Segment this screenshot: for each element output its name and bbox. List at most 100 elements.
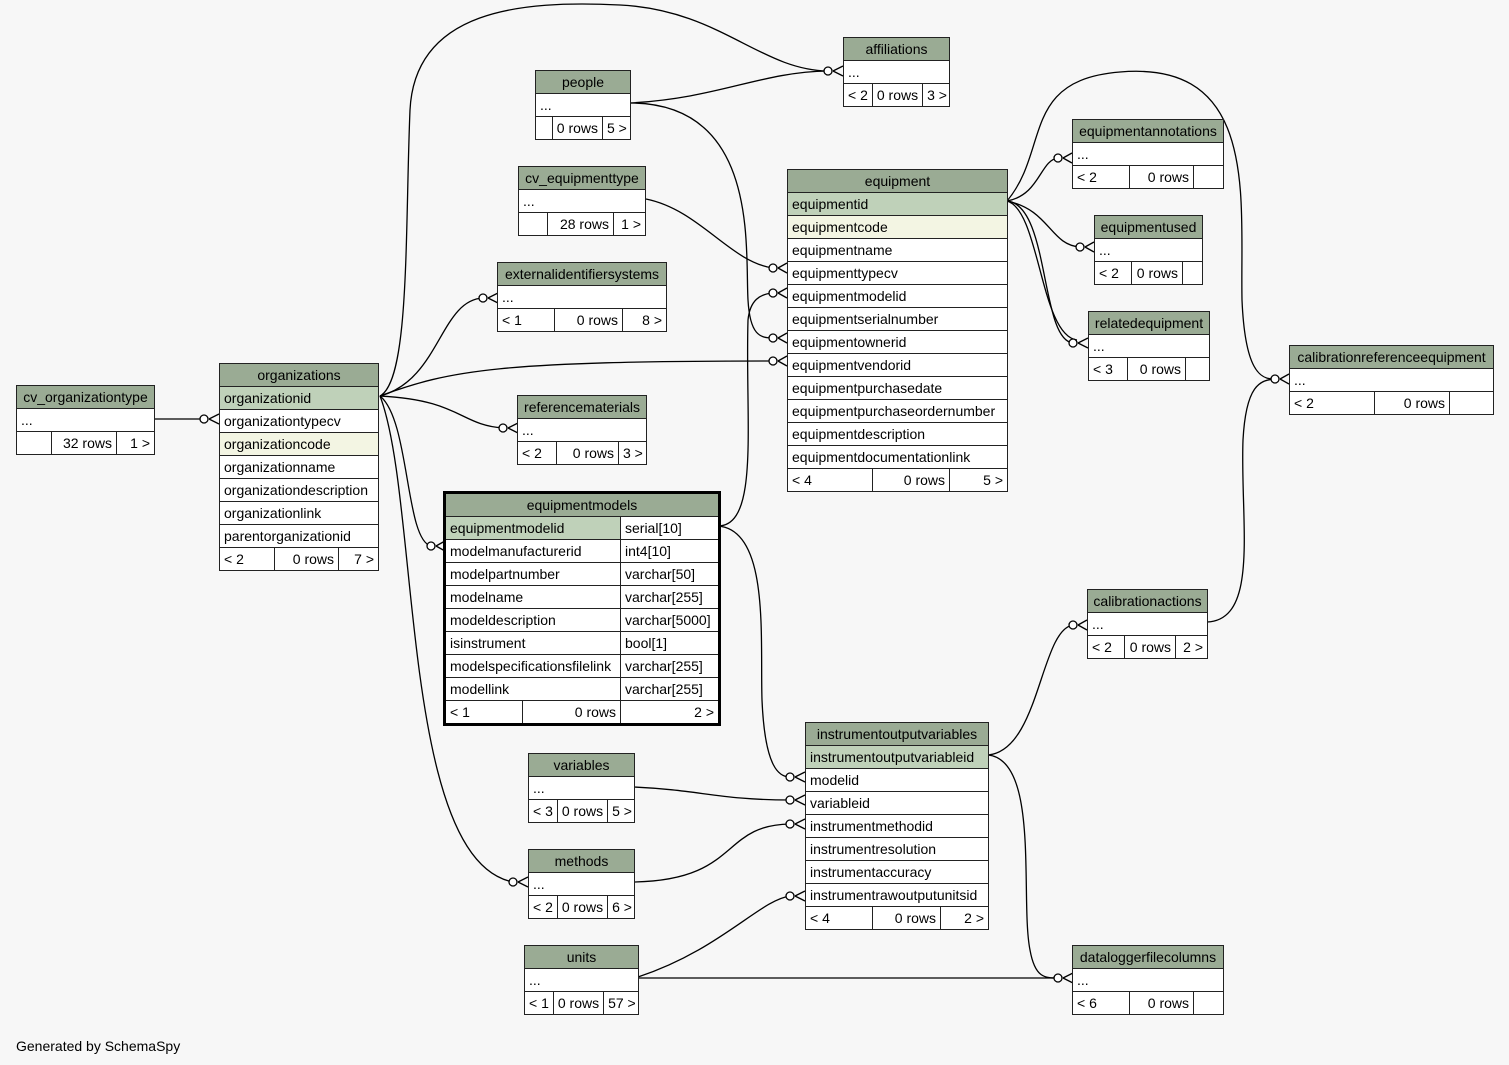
children-count[interactable] [1193,166,1223,188]
table-equipmentannotations[interactable]: equipmentannotations ... < 2 0 rows [1072,119,1224,189]
column-modelid[interactable]: modelid [810,772,860,788]
column-equipmentpurchasedate[interactable]: equipmentpurchasedate [792,380,943,396]
table-organizations[interactable]: organizations organizationid organizatio… [219,363,379,571]
table-header[interactable]: methods [529,850,634,873]
parents-count[interactable]: < 4 [792,472,812,488]
table-header[interactable]: instrumentoutputvariables [806,723,988,746]
column-ellipsis[interactable]: ... [21,412,33,428]
column-instrumentresolution[interactable]: instrumentresolution [810,841,937,857]
parents-count[interactable] [17,432,51,454]
column-ellipsis[interactable]: ... [1092,616,1104,632]
column-variableid[interactable]: variableid [810,795,870,811]
table-header[interactable]: cv_equipmenttype [519,167,645,190]
column-equipmentvendorid[interactable]: equipmentvendorid [792,357,912,373]
children-count[interactable]: 57 > [603,992,639,1014]
column-ellipsis[interactable]: ... [522,422,534,438]
parents-count[interactable]: < 3 [1093,361,1113,377]
children-count[interactable]: 5 > [607,800,635,822]
column-equipmentid[interactable]: equipmentid [792,196,869,212]
column-ellipsis[interactable]: ... [848,64,860,80]
column-modelname[interactable]: modelname [450,589,524,605]
children-count[interactable]: 1 > [613,213,645,235]
table-header[interactable]: equipmentused [1095,216,1202,239]
column-equipmenttypecv[interactable]: equipmenttypecv [792,265,898,281]
children-count[interactable]: 2 > [1175,636,1207,658]
children-count[interactable] [1182,262,1202,284]
table-header[interactable]: dataloggerfilecolumns [1073,946,1223,969]
column-modelpartnumber[interactable]: modelpartnumber [450,566,560,582]
column-equipmentpurchaseordernumber[interactable]: equipmentpurchaseordernumber [792,403,996,419]
children-count[interactable]: 3 > [618,442,646,464]
children-count[interactable]: 2 > [620,701,718,723]
column-organizationid[interactable]: organizationid [224,390,312,406]
column-instrumentoutputvariableid[interactable]: instrumentoutputvariableid [810,749,975,765]
table-cv_organizationtype[interactable]: cv_organizationtype ... 32 rows 1 > [16,385,155,455]
column-equipmentcode[interactable]: equipmentcode [792,219,888,235]
column-ellipsis[interactable]: ... [529,972,541,988]
table-variables[interactable]: variables ... < 3 0 rows 5 > [528,753,635,823]
table-header[interactable]: calibrationactions [1088,590,1207,613]
table-people[interactable]: people ... 0 rows 5 > [535,70,631,140]
column-ellipsis[interactable]: ... [1093,338,1105,354]
table-header[interactable]: referencematerials [518,396,646,419]
column-organizationlink[interactable]: organizationlink [224,505,322,521]
column-organizationtypecv[interactable]: organizationtypecv [224,413,341,429]
column-organizationdescription[interactable]: organizationdescription [224,482,368,498]
table-equipmentused[interactable]: equipmentused ... < 2 0 rows [1094,215,1203,285]
table-header[interactable]: equipmentmodels [446,494,718,517]
column-ellipsis[interactable]: ... [1077,146,1089,162]
column-ellipsis[interactable]: ... [502,289,514,305]
column-ellipsis[interactable]: ... [523,193,535,209]
column-instrumentrawoutputunitsid[interactable]: instrumentrawoutputunitsid [810,887,978,903]
table-header[interactable]: variables [529,754,634,777]
column-equipmentname[interactable]: equipmentname [792,242,893,258]
column-instrumentmethodid[interactable]: instrumentmethodid [810,818,933,834]
column-organizationname[interactable]: organizationname [224,459,336,475]
column-organizationcode[interactable]: organizationcode [224,436,331,452]
table-dataloggerfilecolumns[interactable]: dataloggerfilecolumns ... < 6 0 rows [1072,945,1224,1015]
table-header[interactable]: relatedequipment [1089,312,1209,335]
children-count[interactable] [1449,392,1493,414]
column-equipmentdocumentationlink[interactable]: equipmentdocumentationlink [792,449,971,465]
table-instrumentoutputvariables[interactable]: instrumentoutputvariables instrumentoutp… [805,722,989,930]
column-equipmentmodelid[interactable]: equipmentmodelid [792,288,907,304]
column-ellipsis[interactable]: ... [533,780,545,796]
parents-count[interactable]: < 2 [1092,639,1112,655]
column-modellink[interactable]: modellink [450,681,510,697]
column-parentorganizationid[interactable]: parentorganizationid [224,528,351,544]
children-count[interactable]: 8 > [622,309,666,331]
table-affiliations[interactable]: affiliations ... < 2 0 rows 3 > [843,37,950,107]
table-header[interactable]: calibrationreferenceequipment [1290,346,1493,369]
table-relatedequipment[interactable]: relatedequipment ... < 3 0 rows [1088,311,1210,381]
column-modelspecificationsfilelink[interactable]: modelspecificationsfilelink [450,658,612,674]
parents-count[interactable]: < 3 [533,803,553,819]
column-ellipsis[interactable]: ... [1099,242,1111,258]
children-count[interactable]: 1 > [116,432,154,454]
parents-count[interactable]: < 1 [450,704,470,720]
children-count[interactable] [1185,358,1209,380]
table-referencematerials[interactable]: referencematerials ... < 2 0 rows 3 > [517,395,647,465]
children-count[interactable]: 6 > [607,896,635,918]
column-ellipsis[interactable]: ... [1294,372,1306,388]
table-header[interactable]: equipmentannotations [1073,120,1223,143]
table-calibrationreferenceequipment[interactable]: calibrationreferenceequipment ... < 2 0 … [1289,345,1494,415]
parents-count[interactable]: < 1 [502,312,522,328]
column-modeldescription[interactable]: modeldescription [450,612,556,628]
column-equipmentdescription[interactable]: equipmentdescription [792,426,926,442]
column-equipmentownerid[interactable]: equipmentownerid [792,334,907,350]
children-count[interactable]: 3 > [922,84,950,106]
parents-count[interactable]: < 2 [522,445,542,461]
table-header[interactable]: externalidentifiersystems [498,263,666,286]
parents-count[interactable]: < 4 [810,910,830,926]
table-header[interactable]: equipment [788,170,1007,193]
column-instrumentaccuracy[interactable]: instrumentaccuracy [810,864,932,880]
parents-count[interactable]: < 1 [529,995,549,1011]
column-isinstrument[interactable]: isinstrument [450,635,526,651]
table-calibrationactions[interactable]: calibrationactions ... < 2 0 rows 2 > [1087,589,1208,659]
children-count[interactable]: 5 > [602,117,630,139]
table-header[interactable]: affiliations [844,38,949,61]
children-count[interactable] [1193,992,1223,1014]
column-equipmentmodelid[interactable]: equipmentmodelid [450,520,565,536]
parents-count[interactable]: < 2 [1294,395,1314,411]
